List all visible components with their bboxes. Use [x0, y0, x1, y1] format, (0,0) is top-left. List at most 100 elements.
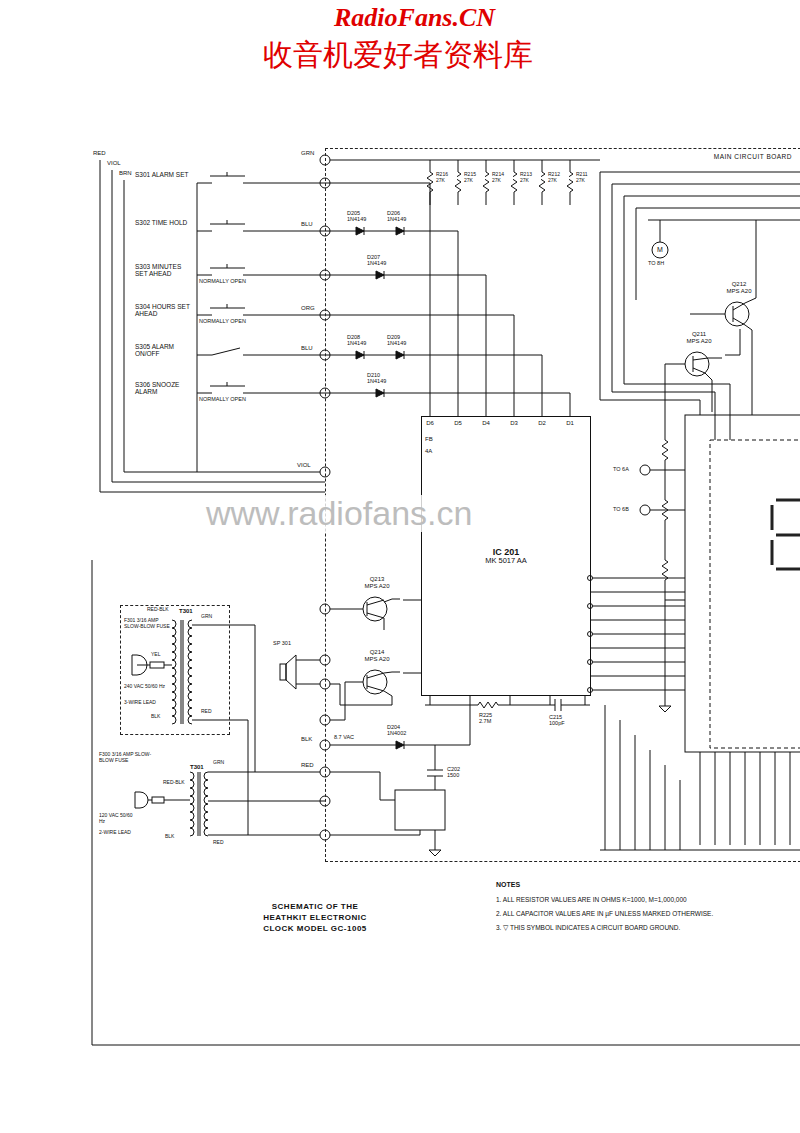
wire-color: BLU [300, 221, 314, 228]
signal-name: TO 6A [612, 466, 630, 472]
signal-name: TO 6B [612, 506, 630, 512]
schematic-path [100, 160, 325, 492]
wire-color: RED [300, 762, 315, 769]
schematic-path [325, 599, 400, 630]
schematic-path [396, 741, 404, 749]
part-label: 120 VAC 50/60 Hz [98, 813, 136, 824]
part-label: D204 1N4002 [386, 724, 420, 736]
part-label: D205 1N4149 [346, 210, 378, 222]
note-heading: NOTES [495, 881, 521, 889]
wire-connector [260, 231, 458, 416]
node-note: MPS A20 [351, 583, 403, 590]
switch: S303 MINUTES SET AHEADNORMALLY OPEN [135, 262, 260, 288]
ic-chip: IC 201MK 5017 AA [421, 416, 591, 696]
schematic-circle [588, 660, 593, 665]
part-label: D210 1N4149 [366, 372, 398, 384]
schematic-path [198, 772, 325, 836]
part-label: D209 1N4149 [386, 334, 418, 346]
schematic-path [590, 578, 685, 690]
schematic-path [286, 655, 325, 689]
part-label: R212 27K [547, 172, 569, 183]
wiring [92, 160, 800, 1045]
schematic-path [230, 625, 255, 835]
node-note: NORMALLY OPEN [199, 318, 246, 324]
node-title: T301 [190, 764, 204, 771]
wire-color: RED-BLK [146, 607, 170, 613]
node-title: S305 ALARM ON/OFF [135, 343, 193, 358]
wire-connector [403, 600, 421, 601]
schematic-path [190, 772, 194, 836]
ground-symbols [429, 700, 671, 856]
transistor: Q213MPS A20 [351, 576, 403, 624]
switch: S301 ALARM SET [135, 170, 260, 196]
schematic-circle [363, 597, 387, 621]
node-note: NORMALLY OPEN [199, 396, 246, 402]
wire-color: BLK [150, 714, 161, 720]
schematic-circle [588, 632, 593, 637]
schematic-circle [725, 302, 749, 326]
watermark: www.radiofans.cn [205, 495, 473, 532]
node-note: MPS A20 [673, 338, 725, 345]
schematic-circle [588, 576, 593, 581]
part-label: 3-WIRE LEAD [123, 700, 169, 706]
node-title: S303 MINUTES SET AHEAD [135, 263, 193, 278]
note-text: 2. ALL CAPACITOR VALUES ARE IN µF UNLESS… [495, 910, 714, 917]
schematic-path [700, 752, 790, 845]
schematic-path [600, 705, 800, 850]
node-title: S301 ALARM SET [135, 171, 193, 178]
pin-name: D2 [537, 420, 547, 427]
schematic-path [181, 620, 230, 724]
wire-color: GRN [300, 150, 315, 157]
schematic-rect [685, 415, 800, 752]
part-label: D207 1N4149 [366, 254, 398, 266]
wire-connector [260, 355, 542, 416]
schematic-path [650, 470, 685, 600]
switch: S302 TIME HOLD [135, 218, 260, 244]
part-label: D206 1N4149 [386, 210, 418, 222]
schematic-path [659, 700, 671, 712]
node-note: MK 5017 AA [485, 557, 527, 566]
schematic-rect [395, 790, 445, 830]
wire-connector [260, 315, 514, 416]
wire-connector [230, 801, 325, 802]
node-title: Q213 [351, 576, 403, 583]
schematic-path [325, 160, 600, 161]
part-label: R211 27K [575, 172, 597, 183]
schematic-path [135, 792, 190, 808]
test-point: M [656, 246, 664, 254]
schematic-path [197, 304, 260, 315]
wire-connector [260, 275, 486, 416]
schematic-circle [640, 465, 650, 475]
schematic-path [197, 220, 260, 231]
pin-name: D6 [425, 420, 435, 427]
schematic-path [197, 264, 260, 275]
watermark: RadioFans.CN [333, 4, 496, 33]
node-title: Q214 [351, 649, 403, 656]
schematic-path [92, 560, 800, 1045]
wire-color: VIOL [296, 462, 312, 469]
diagram-title: SCHEMATIC OF THE HEATHKIT ELECTRONIC CLO… [262, 902, 368, 934]
wire-color: GRN [200, 614, 213, 620]
wire-color: RED [200, 709, 213, 715]
seven-segment-digit [772, 500, 800, 569]
signal-name: 8.7 VAC [333, 734, 355, 740]
schematic-path [197, 382, 260, 393]
node-note: MPS A20 [351, 656, 403, 663]
schematic-path [772, 500, 800, 569]
part-label: 2-WIRE LEAD [98, 830, 136, 836]
schematic-path [197, 348, 260, 355]
node-title: S302 TIME HOLD [135, 219, 193, 226]
schematic-path [665, 356, 722, 412]
node-title: S304 HOURS SET AHEAD [135, 303, 193, 318]
wire-color: BLK [300, 736, 313, 743]
transistor: Q212MPS A20 [713, 281, 765, 329]
wire-color: BLK [164, 834, 175, 840]
schematic-path [600, 172, 800, 220]
schematic-path [660, 220, 661, 242]
part-label: 240 VAC 50/60 Hz [123, 684, 169, 690]
part-label: F300 3/16 AMP SLOW-BLOW FUSE [98, 752, 156, 763]
schematic-path [132, 655, 172, 675]
signal-name: TO 8H [647, 260, 665, 266]
node-title: IC 201 [493, 547, 520, 557]
schematic-path [204, 772, 208, 836]
